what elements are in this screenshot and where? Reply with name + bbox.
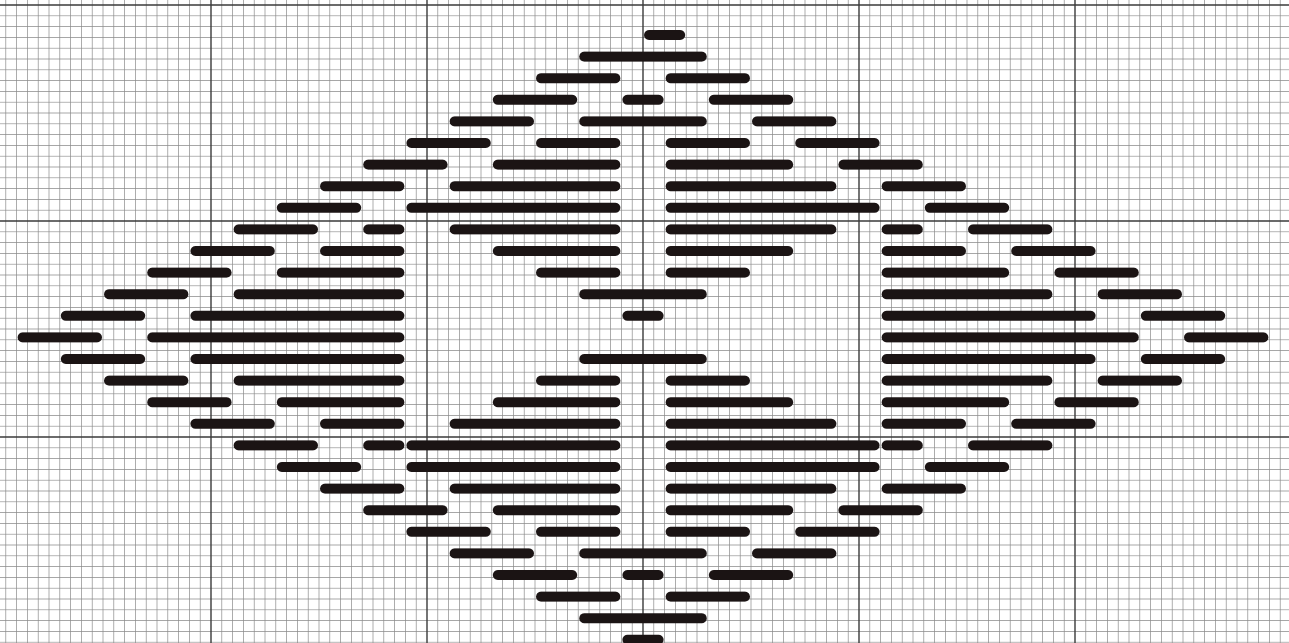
stitch-pattern-chart [0,0,1289,643]
graph-paper-grid [0,0,1289,643]
